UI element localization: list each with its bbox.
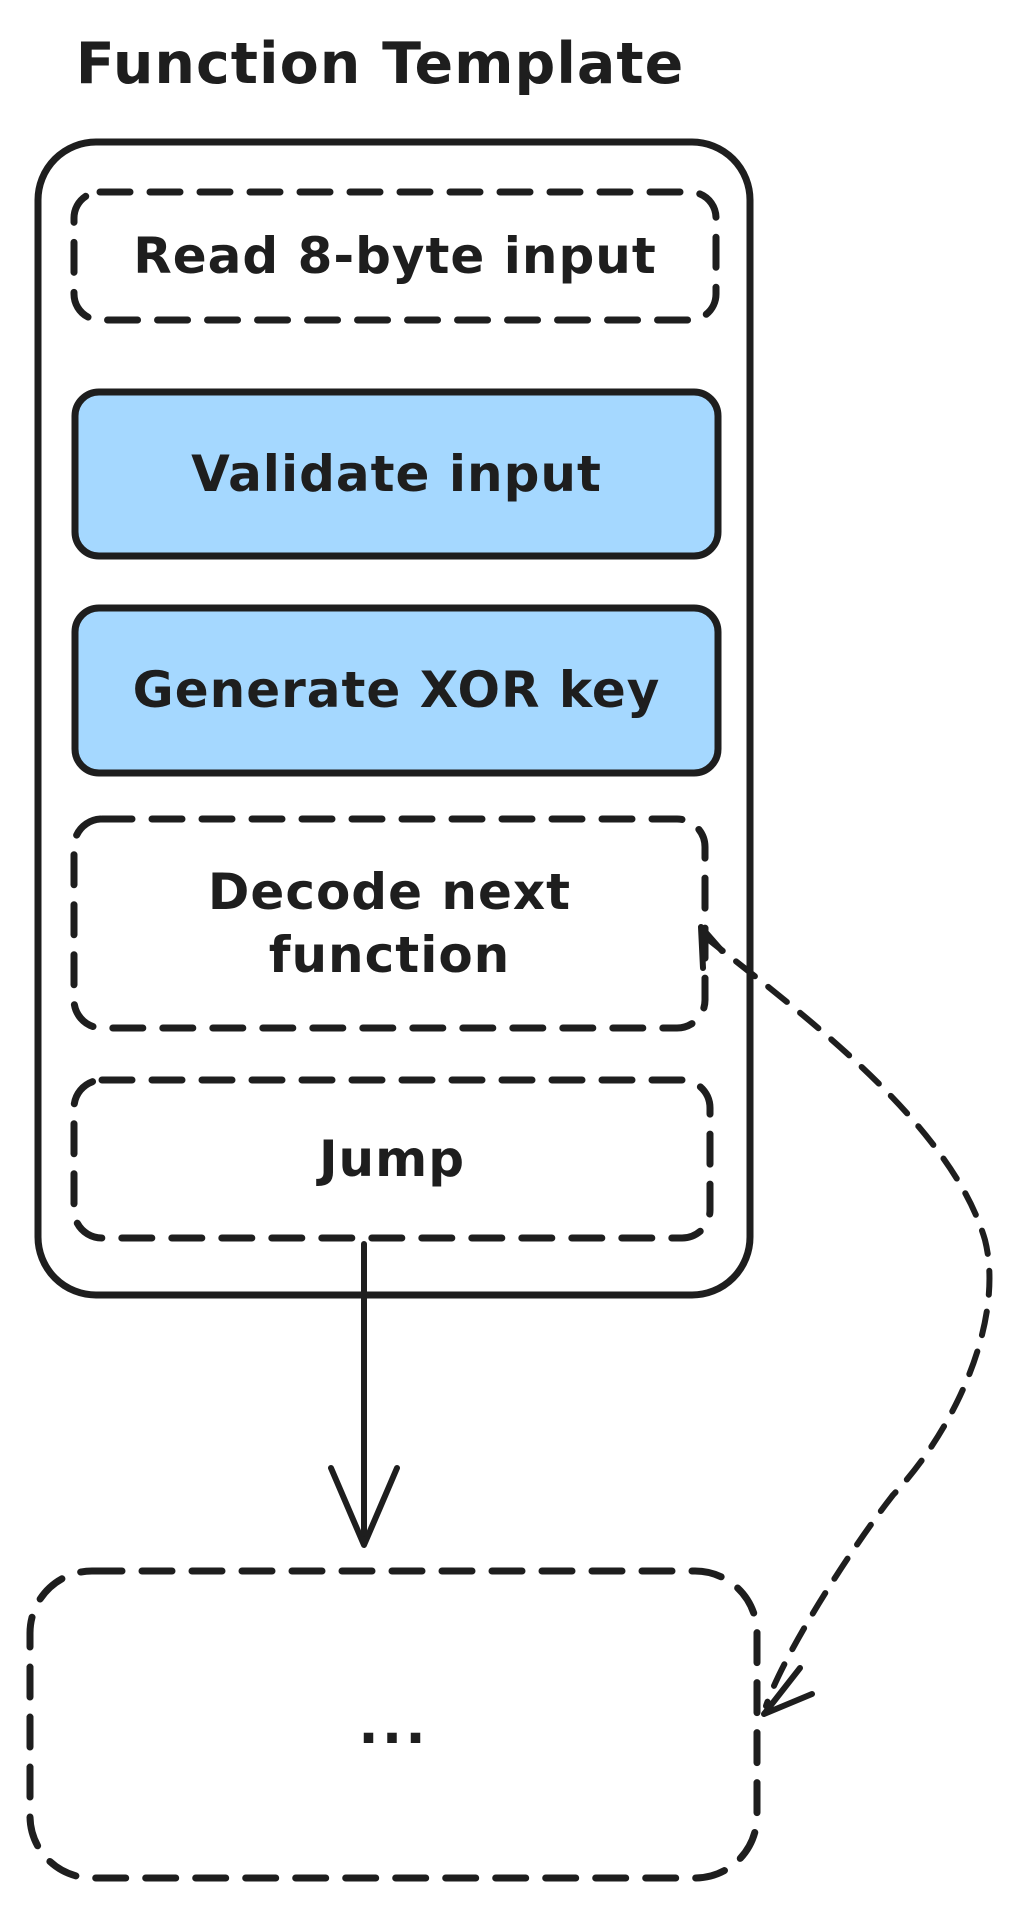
validate-input-box xyxy=(71,388,722,560)
jump-label: Jump xyxy=(318,1129,466,1188)
decode-curve-arrow xyxy=(698,924,993,1717)
read-input-box xyxy=(70,188,720,324)
jump-box xyxy=(70,1076,714,1242)
next-function-label: ... xyxy=(358,1692,429,1756)
generate-xor-key-label: Generate XOR key xyxy=(132,661,661,720)
curve-arrowhead-bottom xyxy=(761,1665,815,1717)
next-function-box xyxy=(26,1567,761,1882)
decode-next-function-box xyxy=(70,815,709,1032)
validate-input-label: Validate input xyxy=(191,444,602,503)
diagram-title: Function Template xyxy=(75,31,685,97)
function-template-container-box xyxy=(34,138,754,1299)
curve-arrowhead-top xyxy=(698,924,725,971)
decode-next-function-label: Decode next function xyxy=(207,863,572,984)
generate-xor-key-box xyxy=(71,604,722,777)
jump-arrow xyxy=(328,1241,400,1548)
read-input-label: Read 8-byte input xyxy=(133,226,657,285)
